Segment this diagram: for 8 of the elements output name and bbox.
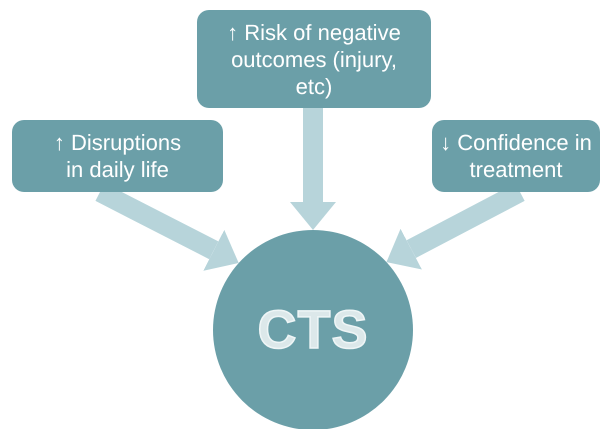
block-arrow xyxy=(290,108,336,230)
box-label: ↑ Risk of negative outcomes (injury, etc) xyxy=(226,18,402,100)
cause-box xyxy=(197,10,431,108)
box-label: ↑ Disruptions in daily life xyxy=(52,129,182,183)
cause-box xyxy=(12,120,223,192)
circle-label: CTS xyxy=(258,299,368,361)
box-label: ↓ Confidence in treatment xyxy=(439,129,593,183)
cause-box xyxy=(432,120,600,192)
